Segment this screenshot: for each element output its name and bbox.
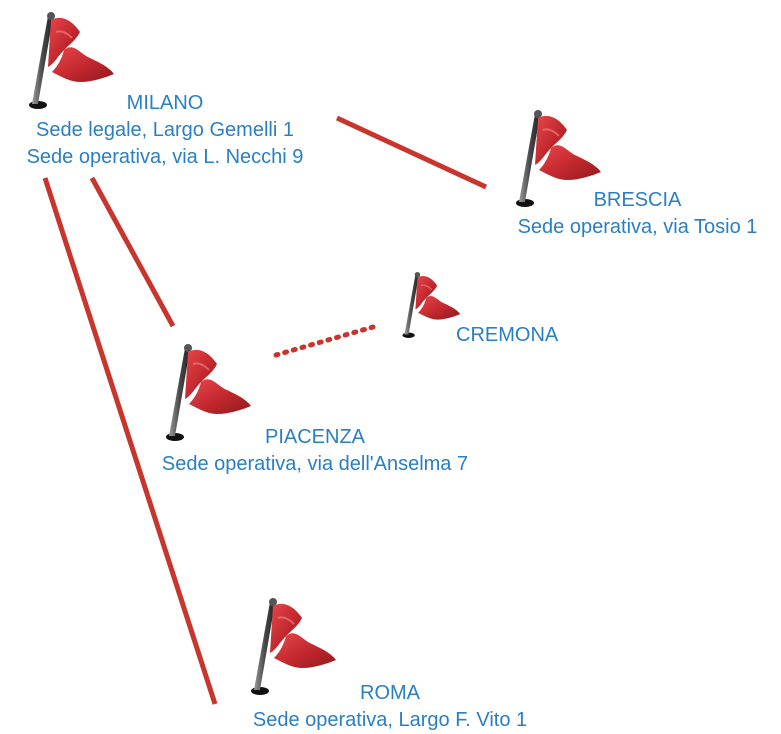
milano-address-operational: Sede operativa, via L. Necchi 9 (26, 146, 304, 168)
milano-name: MILANO (126, 92, 204, 114)
piacenza-address: Sede operativa, via dell'Anselma 7 (161, 453, 469, 475)
connection-milano-brescia (335, 115, 488, 190)
red-flag-icon-cremona (395, 272, 463, 340)
location-piacenza: PIACENZA Sede operativa, via dell'Anselm… (140, 424, 490, 478)
connection-piacenza-cremona (273, 324, 376, 358)
connection-milano-piacenza (89, 176, 176, 328)
roma-address: Sede operativa, Largo F. Vito 1 (252, 709, 528, 731)
brescia-address: Sede operativa, via Tosio 1 (517, 216, 758, 238)
milano-address-legal: Sede legale, Largo Gemelli 1 (36, 119, 294, 141)
roma-name: ROMA (360, 682, 420, 704)
cremona-name: CREMONA (456, 324, 559, 346)
brescia-name: BRESCIA (593, 189, 682, 211)
piacenza-name: PIACENZA (264, 426, 366, 448)
location-brescia: BRESCIA Sede operativa, via Tosio 1 (494, 187, 781, 241)
location-roma: ROMA Sede operativa, Largo F. Vito 1 (215, 680, 565, 734)
connection-milano-roma (42, 177, 218, 705)
location-cremona: CREMONA (456, 322, 576, 349)
location-milano: MILANO Sede legale, Largo Gemelli 1 Sede… (0, 90, 330, 171)
